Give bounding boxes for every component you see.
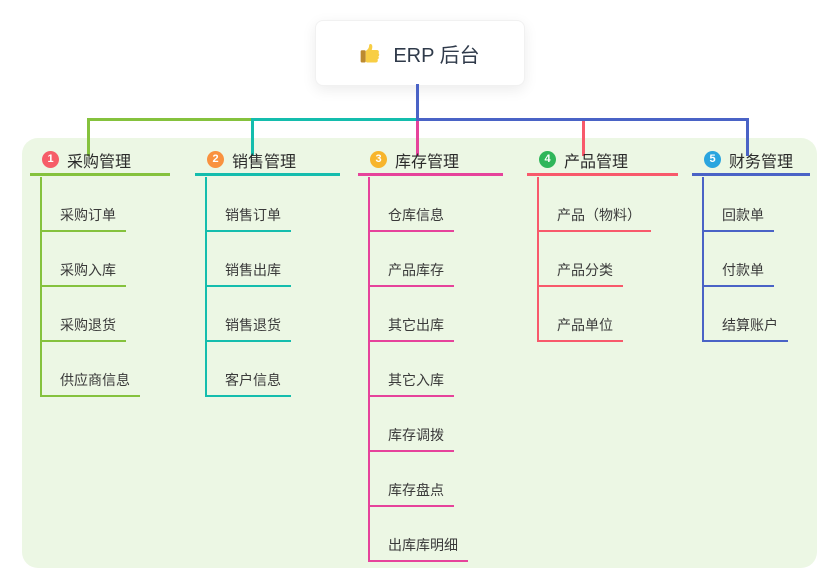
branch-item[interactable]: 出库库明细 (368, 530, 468, 562)
connector-drop-branch-4 (582, 121, 585, 156)
branch-title-label: 产品管理 (564, 153, 629, 171)
branch-item[interactable]: 回款单 (702, 200, 774, 232)
connector-drop-branch-3 (416, 121, 419, 156)
branch-title-label: 销售管理 (232, 153, 297, 171)
branch-title-5[interactable]: 5 财务管理 (692, 146, 810, 176)
branch-item[interactable]: 销售订单 (205, 200, 291, 232)
branch-item[interactable]: 供应商信息 (40, 365, 140, 397)
branch-badge-4: 4 (539, 151, 556, 168)
branch-item[interactable]: 销售退货 (205, 310, 291, 342)
root-label: ERP 后台 (393, 44, 480, 67)
branch-item[interactable]: 销售出库 (205, 255, 291, 287)
branch-spine-3 (368, 177, 370, 562)
branch-item[interactable]: 产品单位 (537, 310, 623, 342)
branch-title-1[interactable]: 1 采购管理 (30, 146, 170, 176)
root-connector-stem (416, 84, 419, 121)
branch-spine-1 (40, 177, 42, 397)
branch-item[interactable]: 仓库信息 (368, 200, 454, 232)
connector-horizontal-branch-5 (416, 118, 749, 121)
root-node[interactable]: ERP 后台 (315, 20, 525, 86)
branch-item[interactable]: 采购退货 (40, 310, 126, 342)
branch-spine-4 (537, 177, 539, 342)
branch-title-2[interactable]: 2 销售管理 (195, 146, 340, 176)
mindmap-panel (22, 138, 817, 568)
branch-badge-1: 1 (42, 151, 59, 168)
connector-drop-branch-2 (251, 121, 254, 156)
branch-item[interactable]: 客户信息 (205, 365, 291, 397)
branch-title-label: 库存管理 (395, 153, 460, 171)
branch-item[interactable]: 库存盘点 (368, 475, 454, 507)
branch-badge-5: 5 (704, 151, 721, 168)
thumbs-up-icon (360, 43, 380, 62)
branch-item[interactable]: 产品分类 (537, 255, 623, 287)
branch-item[interactable]: 采购订单 (40, 200, 126, 232)
branch-title-label: 财务管理 (729, 153, 794, 171)
branch-item[interactable]: 付款单 (702, 255, 774, 287)
branch-item[interactable]: 库存调拨 (368, 420, 454, 452)
connector-horizontal-branch-1 (87, 118, 252, 121)
connector-horizontal-branch-2 (251, 118, 417, 121)
branch-spine-2 (205, 177, 207, 397)
branch-spine-5 (702, 177, 704, 342)
connector-drop-branch-1 (87, 121, 90, 156)
branch-title-label: 采购管理 (67, 153, 132, 171)
branch-badge-2: 2 (207, 151, 224, 168)
branch-item[interactable]: 采购入库 (40, 255, 126, 287)
branch-item[interactable]: 其它入库 (368, 365, 454, 397)
branch-badge-3: 3 (370, 151, 387, 168)
branch-item[interactable]: 产品（物料） (537, 200, 651, 232)
branch-item[interactable]: 结算账户 (702, 310, 788, 342)
branch-item[interactable]: 产品库存 (368, 255, 454, 287)
connector-drop-branch-5 (746, 121, 749, 156)
branch-title-3[interactable]: 3 库存管理 (358, 146, 503, 176)
branch-item[interactable]: 其它出库 (368, 310, 454, 342)
branch-title-4[interactable]: 4 产品管理 (527, 146, 678, 176)
